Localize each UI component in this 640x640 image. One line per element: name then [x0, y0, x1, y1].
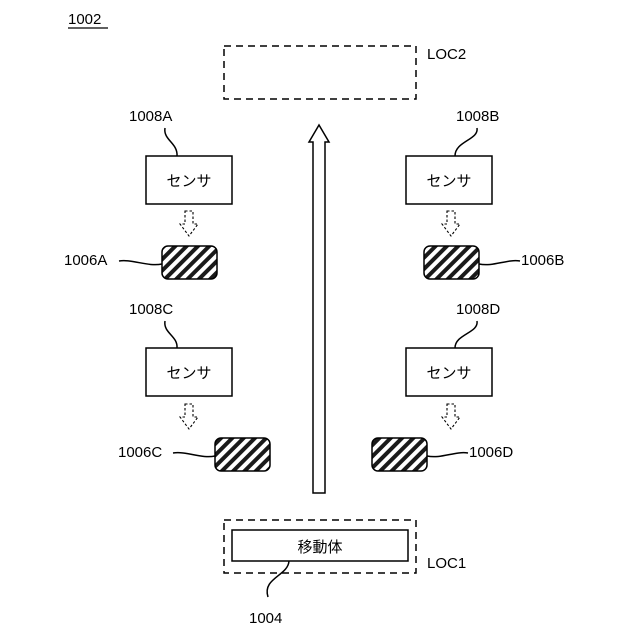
- sensor-c-label: センサ: [166, 364, 211, 382]
- sensor-b-ref: 1008B: [456, 108, 499, 125]
- sensor-d-label: センサ: [426, 364, 471, 382]
- marker-c: 1006C: [118, 438, 270, 471]
- marker-a-hatched-block: [162, 246, 217, 279]
- sensor-b-leader-line: [455, 128, 477, 156]
- loc1-area: 移動体 LOC1: [224, 520, 466, 573]
- moving-body-reference: 1004: [249, 561, 289, 627]
- movement-arrow: [309, 125, 329, 493]
- marker-c-ref: 1006C: [118, 444, 162, 461]
- sensor-b-down-arrow: [442, 211, 460, 236]
- loc2-area: LOC2: [224, 46, 466, 99]
- loc1-label: LOC1: [427, 555, 466, 572]
- marker-b-hatched-block: [424, 246, 479, 279]
- sensor-d-down-arrow: [442, 404, 460, 429]
- marker-a: 1006A: [64, 246, 217, 279]
- sensor-b: 1008B センサ: [406, 108, 499, 236]
- sensor-a-label: センサ: [166, 172, 211, 190]
- marker-d-ref: 1006D: [469, 444, 513, 461]
- sensor-c-leader-line: [165, 321, 177, 348]
- marker-b: 1006B: [424, 246, 564, 279]
- marker-c-leader-line: [173, 453, 215, 457]
- marker-a-ref: 1006A: [64, 252, 107, 269]
- sensor-a-down-arrow: [180, 211, 198, 236]
- movement-arrow-shape: [309, 125, 329, 493]
- loc2-label: LOC2: [427, 46, 466, 63]
- moving-body-ref: 1004: [249, 610, 282, 627]
- moving-body-leader-line: [267, 561, 289, 597]
- marker-d-leader-line: [427, 453, 468, 457]
- sensor-b-label: センサ: [426, 172, 471, 190]
- figure-ref-label: 1002: [68, 11, 101, 28]
- marker-b-ref: 1006B: [521, 252, 564, 269]
- marker-d-hatched-block: [372, 438, 427, 471]
- sensor-d-ref: 1008D: [456, 301, 500, 318]
- marker-c-hatched-block: [215, 438, 270, 471]
- sensor-c-ref: 1008C: [129, 301, 173, 318]
- moving-body-label: 移動体: [297, 538, 342, 556]
- loc2-dashed-box: [224, 46, 416, 99]
- sensor-a: 1008A センサ: [129, 108, 232, 236]
- sensor-c: 1008C センサ: [129, 301, 232, 429]
- sensor-d: 1008D センサ: [406, 301, 500, 429]
- sensor-c-down-arrow: [180, 404, 198, 429]
- marker-a-leader-line: [119, 261, 162, 265]
- marker-b-leader-line: [479, 261, 520, 265]
- marker-d: 1006D: [372, 438, 513, 471]
- sensor-a-leader-line: [165, 128, 177, 156]
- sensor-a-ref: 1008A: [129, 108, 172, 125]
- figure-reference: 1002: [68, 11, 108, 28]
- sensor-d-leader-line: [455, 321, 477, 348]
